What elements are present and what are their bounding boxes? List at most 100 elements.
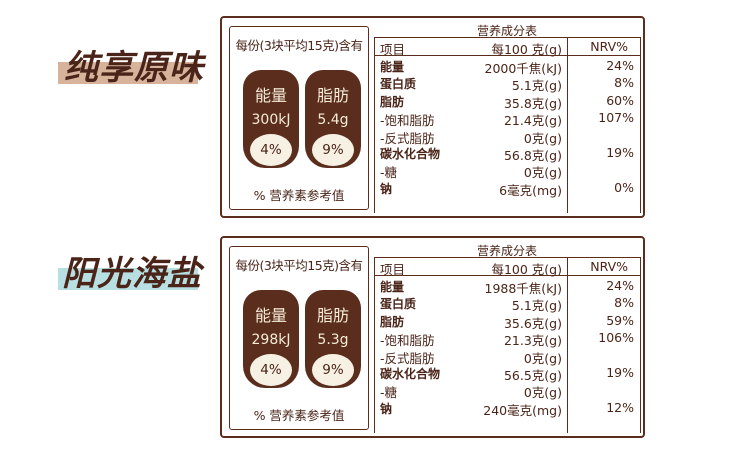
per100g-value: 21.4克(g) (503, 113, 562, 129)
nutrient-name: 蛋白质 (380, 297, 417, 312)
nutrient-name: -反式脂肪 (380, 130, 435, 146)
nutrient-name: 脂肪 (380, 94, 405, 109)
table-row: 能量 1988千焦(kJ) 24% (374, 278, 640, 296)
nrv-value: 8% (614, 295, 634, 311)
nutrient-name: 能量 (380, 60, 405, 74)
table-border (374, 257, 375, 433)
fat-percent: 9% (312, 134, 354, 166)
badge-footer: % 营养素参考值 (253, 188, 345, 203)
per100g-value: 21.3克(g) (503, 333, 562, 349)
nutrient-name: 能量 (380, 280, 405, 294)
table-row: 脂肪 35.8克(g) 60% (374, 92, 640, 111)
energy-percent: 4% (250, 354, 292, 386)
table-row: 蛋白质 5.1克(g) 8% (374, 75, 640, 94)
per100g-value: 0克(g) (523, 130, 562, 146)
nutrient-name: 蛋白质 (380, 77, 417, 92)
flavor-highlight-band (58, 268, 198, 290)
flavor-title: 阳光海盐 (62, 254, 202, 294)
per-serving-badge: 每份(3块平均15克)含有 能量 298kJ 4% 脂肪 5.3g 9% % 营… (229, 246, 369, 430)
energy-label: 能量 (254, 306, 287, 325)
table-row: -饱和脂肪 21.4克(g) 107% (374, 110, 640, 129)
nrv-value: 60% (606, 92, 634, 108)
nutrient-name: 钠 (380, 401, 393, 416)
energy-value: 298kJ (251, 332, 291, 348)
fat-pill: 脂肪 5.3g 9% (305, 290, 361, 388)
per100g-value: 0克(g) (523, 385, 562, 401)
nrv-value: 8% (614, 75, 634, 91)
table-divider (374, 275, 640, 276)
per100g-value: 1988千焦(kJ) (484, 281, 563, 296)
column-header-per100g: 每100 克(g) (491, 262, 562, 277)
per100g-value: 0克(g) (523, 350, 562, 366)
energy-percent: 4% (250, 134, 292, 166)
table-row: -糖 0克(g) (374, 162, 640, 181)
column-header-per100g: 每100 克(g) (491, 42, 562, 57)
per100g-value: 56.8克(g) (503, 147, 562, 163)
flavor-highlight-band (58, 62, 198, 84)
table-divider (374, 55, 640, 56)
per100g-value: 35.6克(g) (503, 315, 562, 331)
fat-pill: 脂肪 5.4g 9% (305, 70, 361, 168)
nutrient-name: -饱和脂肪 (380, 113, 435, 129)
nrv-value: 59% (606, 312, 634, 328)
table-border (640, 37, 641, 213)
nutrient-name: -反式脂肪 (380, 350, 435, 366)
nutrient-name: 碳水化合物 (380, 366, 441, 381)
nutrition-rows: 能量 1988千焦(kJ) 24% 蛋白质 5.1克(g) 8% 脂肪 35.6克(g) 59%… (374, 278, 640, 418)
nutrition-panel: 每份(3块平均15克)含有 能量 300kJ 4% 脂肪 5.4g 9% % 营… (220, 16, 645, 218)
nutrition-rows: 能量 2000千焦(kJ) 24% 蛋白质 5.1克(g) 8% 脂肪 35.8克(g) 60%… (374, 58, 640, 198)
table-row: 碳水化合物 56.8克(g) 19% (374, 144, 640, 163)
nutrient-name: 碳水化合物 (380, 146, 441, 161)
nutrient-name: -糖 (380, 165, 398, 181)
column-header-item: 项目 (380, 42, 406, 57)
table-row: -反式脂肪 0克(g) (374, 348, 640, 366)
energy-label: 能量 (254, 86, 287, 105)
table-row: -反式脂肪 0克(g) (374, 128, 640, 146)
nrv-value: 107% (598, 110, 634, 126)
per100g-value: 56.5克(g) (503, 367, 562, 383)
table-divider (374, 37, 640, 38)
per-serving-badge: 每份(3块平均15克)含有 能量 300kJ 4% 脂肪 5.4g 9% % 营… (229, 26, 369, 210)
table-border (640, 257, 641, 433)
table-row: 钠 240毫克(mg) 12% (374, 399, 640, 418)
table-border (374, 37, 375, 213)
table-title: 营养成分表 (476, 24, 537, 38)
energy-value: 300kJ (251, 112, 291, 128)
flavor-title: 纯享原味 (64, 48, 204, 88)
per100g-value: 2000千焦(kJ) (484, 61, 563, 76)
nrv-value: 12% (606, 399, 634, 415)
per100g-value: 35.8克(g) (503, 95, 562, 111)
badge-footer: % 营养素参考值 (253, 408, 345, 423)
nutrient-name: 钠 (380, 181, 393, 196)
badge-title: 每份(3块平均15克)含有 (235, 258, 363, 273)
fat-value: 5.4g (317, 112, 349, 128)
energy-pill: 能量 300kJ 4% (243, 70, 299, 168)
fat-value: 5.3g (317, 332, 349, 348)
column-header-item: 项目 (380, 262, 406, 277)
table-divider (374, 257, 640, 258)
nrv-value: 19% (606, 144, 634, 160)
fat-percent: 9% (312, 354, 354, 386)
nrv-value: 106% (598, 330, 634, 346)
nutrient-name: 脂肪 (380, 314, 405, 329)
table-row: -糖 0克(g) (374, 382, 640, 401)
table-row: 能量 2000千焦(kJ) 24% (374, 58, 640, 76)
nrv-value: 24% (606, 58, 634, 73)
per100g-value: 240毫克(mg) (483, 402, 562, 418)
badge-title: 每份(3块平均15克)含有 (235, 38, 363, 53)
nrv-value: 24% (606, 278, 634, 293)
table-column-divider (567, 257, 568, 433)
per100g-value: 0克(g) (523, 165, 562, 181)
per100g-value: 6毫克(mg) (499, 182, 562, 198)
nutrient-name: -糖 (380, 385, 398, 401)
per100g-value: 5.1克(g) (511, 298, 562, 314)
fat-label: 脂肪 (316, 306, 349, 325)
table-column-divider (567, 37, 568, 213)
energy-pill: 能量 298kJ 4% (243, 290, 299, 388)
table-row: 蛋白质 5.1克(g) 8% (374, 295, 640, 314)
per100g-value: 5.1克(g) (511, 78, 562, 94)
nutrition-panel: 每份(3块平均15克)含有 能量 298kJ 4% 脂肪 5.3g 9% % 营… (220, 236, 645, 438)
column-header-nrv: NRV% (590, 39, 628, 54)
